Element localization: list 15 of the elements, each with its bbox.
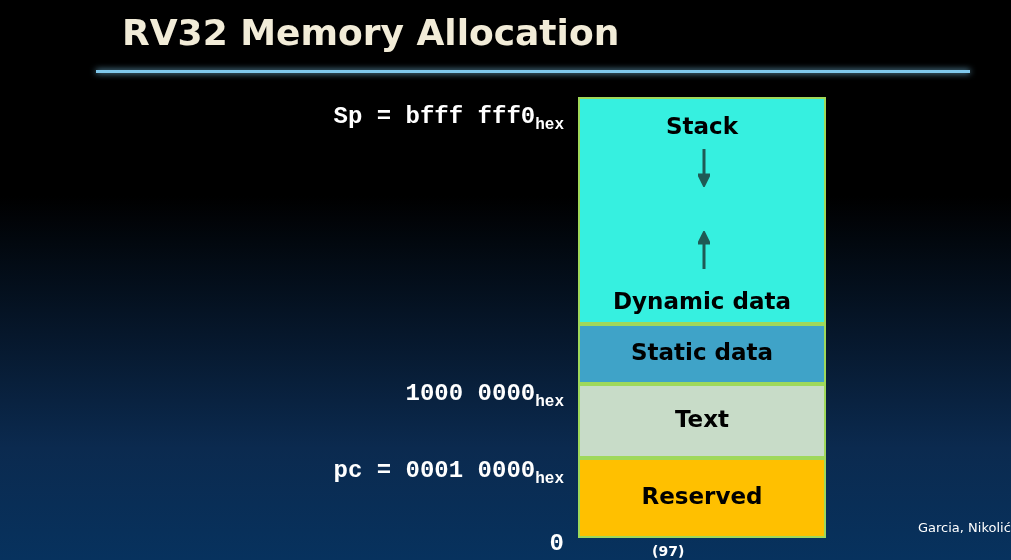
reserved-region	[578, 458, 826, 538]
address-label: Sp = bfff fff0$_{hex}$	[333, 103, 564, 134]
region-label: Static data	[629, 339, 775, 365]
text-region	[578, 384, 826, 458]
address-label: pc = 0001 0000$_{hex}$	[333, 457, 564, 488]
author-credit: Garcia, Nikolić	[918, 520, 1011, 535]
region-label: Reserved	[640, 483, 764, 509]
region-label: Text	[673, 406, 731, 432]
address-label: 1000 0000$_{hex}$	[405, 380, 564, 411]
static-data-region	[578, 324, 826, 384]
slide-title: RV32 Memory Allocation	[122, 12, 620, 53]
stack-region	[578, 97, 826, 324]
address-label: 0	[549, 530, 564, 557]
region-label: Dynamic data	[612, 288, 792, 314]
region-label: Stack	[665, 113, 739, 139]
